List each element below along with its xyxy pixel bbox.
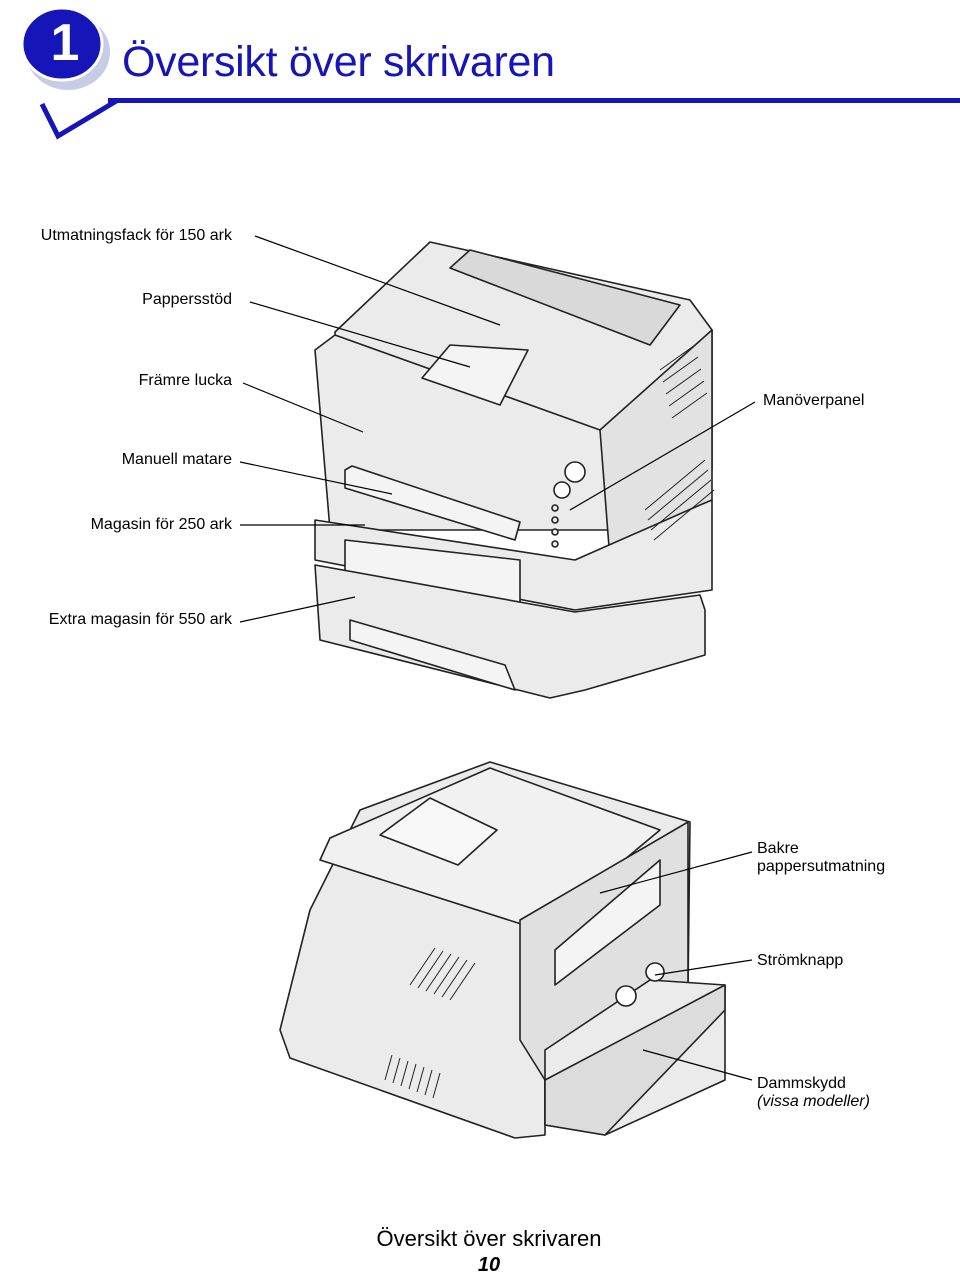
badge-check-mark [39,97,120,140]
callout-dust-cover-line2: (vissa modeller) [757,1093,870,1110]
rear-paper-exit-door [554,859,661,986]
leader-dust-cover [642,1049,753,1081]
leader-paper-support [249,301,471,368]
status-light-3 [551,528,559,536]
callout-leader-lines [239,235,756,1081]
leader-output-bin [254,235,501,326]
tray-550-base [349,619,516,691]
bottom-vent-slots [384,1054,441,1099]
title-rule [108,98,960,103]
lower-vent-slots [644,459,715,541]
side-vent-slots [409,947,476,1001]
power-socket [615,985,637,1007]
page-number: 10 [477,1254,501,1276]
callout-manual-feeder: Manuell matare [121,451,232,468]
badge-circle [20,6,104,82]
chapter-badge: 1 [0,0,140,140]
upper-vent-slots [659,344,708,419]
status-light-4 [551,540,559,548]
leader-front-door [242,382,364,433]
paper-support [421,344,529,406]
rear-printer-illustration [279,761,726,1139]
chapter-title: Översikt över skrivaren [122,38,555,86]
front-printer-vents [644,344,715,541]
status-light-2 [551,516,559,524]
callout-tray-250: Magasin för 250 ark [90,516,232,533]
dust-cover-side [544,984,726,1136]
callout-power-switch: Strömknapp [757,952,844,969]
rear-paper-support [379,797,498,866]
rear-printer-vents [384,947,476,1099]
control-button-2 [553,481,571,499]
callout-output-bin: Utmatningsfack för 150 ark [40,227,232,244]
leader-tray-550 [239,596,356,623]
output-bin-slot [449,249,681,346]
leader-control-panel [569,401,756,511]
leader-power-switch [654,959,753,976]
callout-tray-550: Extra magasin för 550 ark [48,611,232,628]
callout-paper-support: Pappersstöd [142,291,232,308]
callout-rear-exit-line2: pappersutmatning [757,858,886,875]
leader-rear-exit [599,851,753,894]
callout-dust-cover-line1: Dammskydd [757,1075,846,1092]
callout-dust-cover: Dammskydd (vissa modeller) [757,1075,870,1111]
front-printer-illustration [314,241,713,699]
callout-front-door: Främre lucka [138,372,232,389]
footer-title: Översikt över skrivaren [376,1226,602,1251]
callout-rear-exit-line1: Bakre [757,840,799,857]
tray-550 [314,564,706,699]
leader-manual-feeder [239,461,393,495]
status-light-1 [551,504,559,512]
callout-rear-exit: Bakre pappersutmatning [757,840,885,876]
control-button-1 [564,461,586,483]
chapter-badge-graphic [20,6,120,140]
callout-control-panel: Manöverpanel [763,392,865,409]
chapter-number: 1 [50,14,80,72]
manual-feeder [344,465,521,541]
power-switch [645,962,665,982]
